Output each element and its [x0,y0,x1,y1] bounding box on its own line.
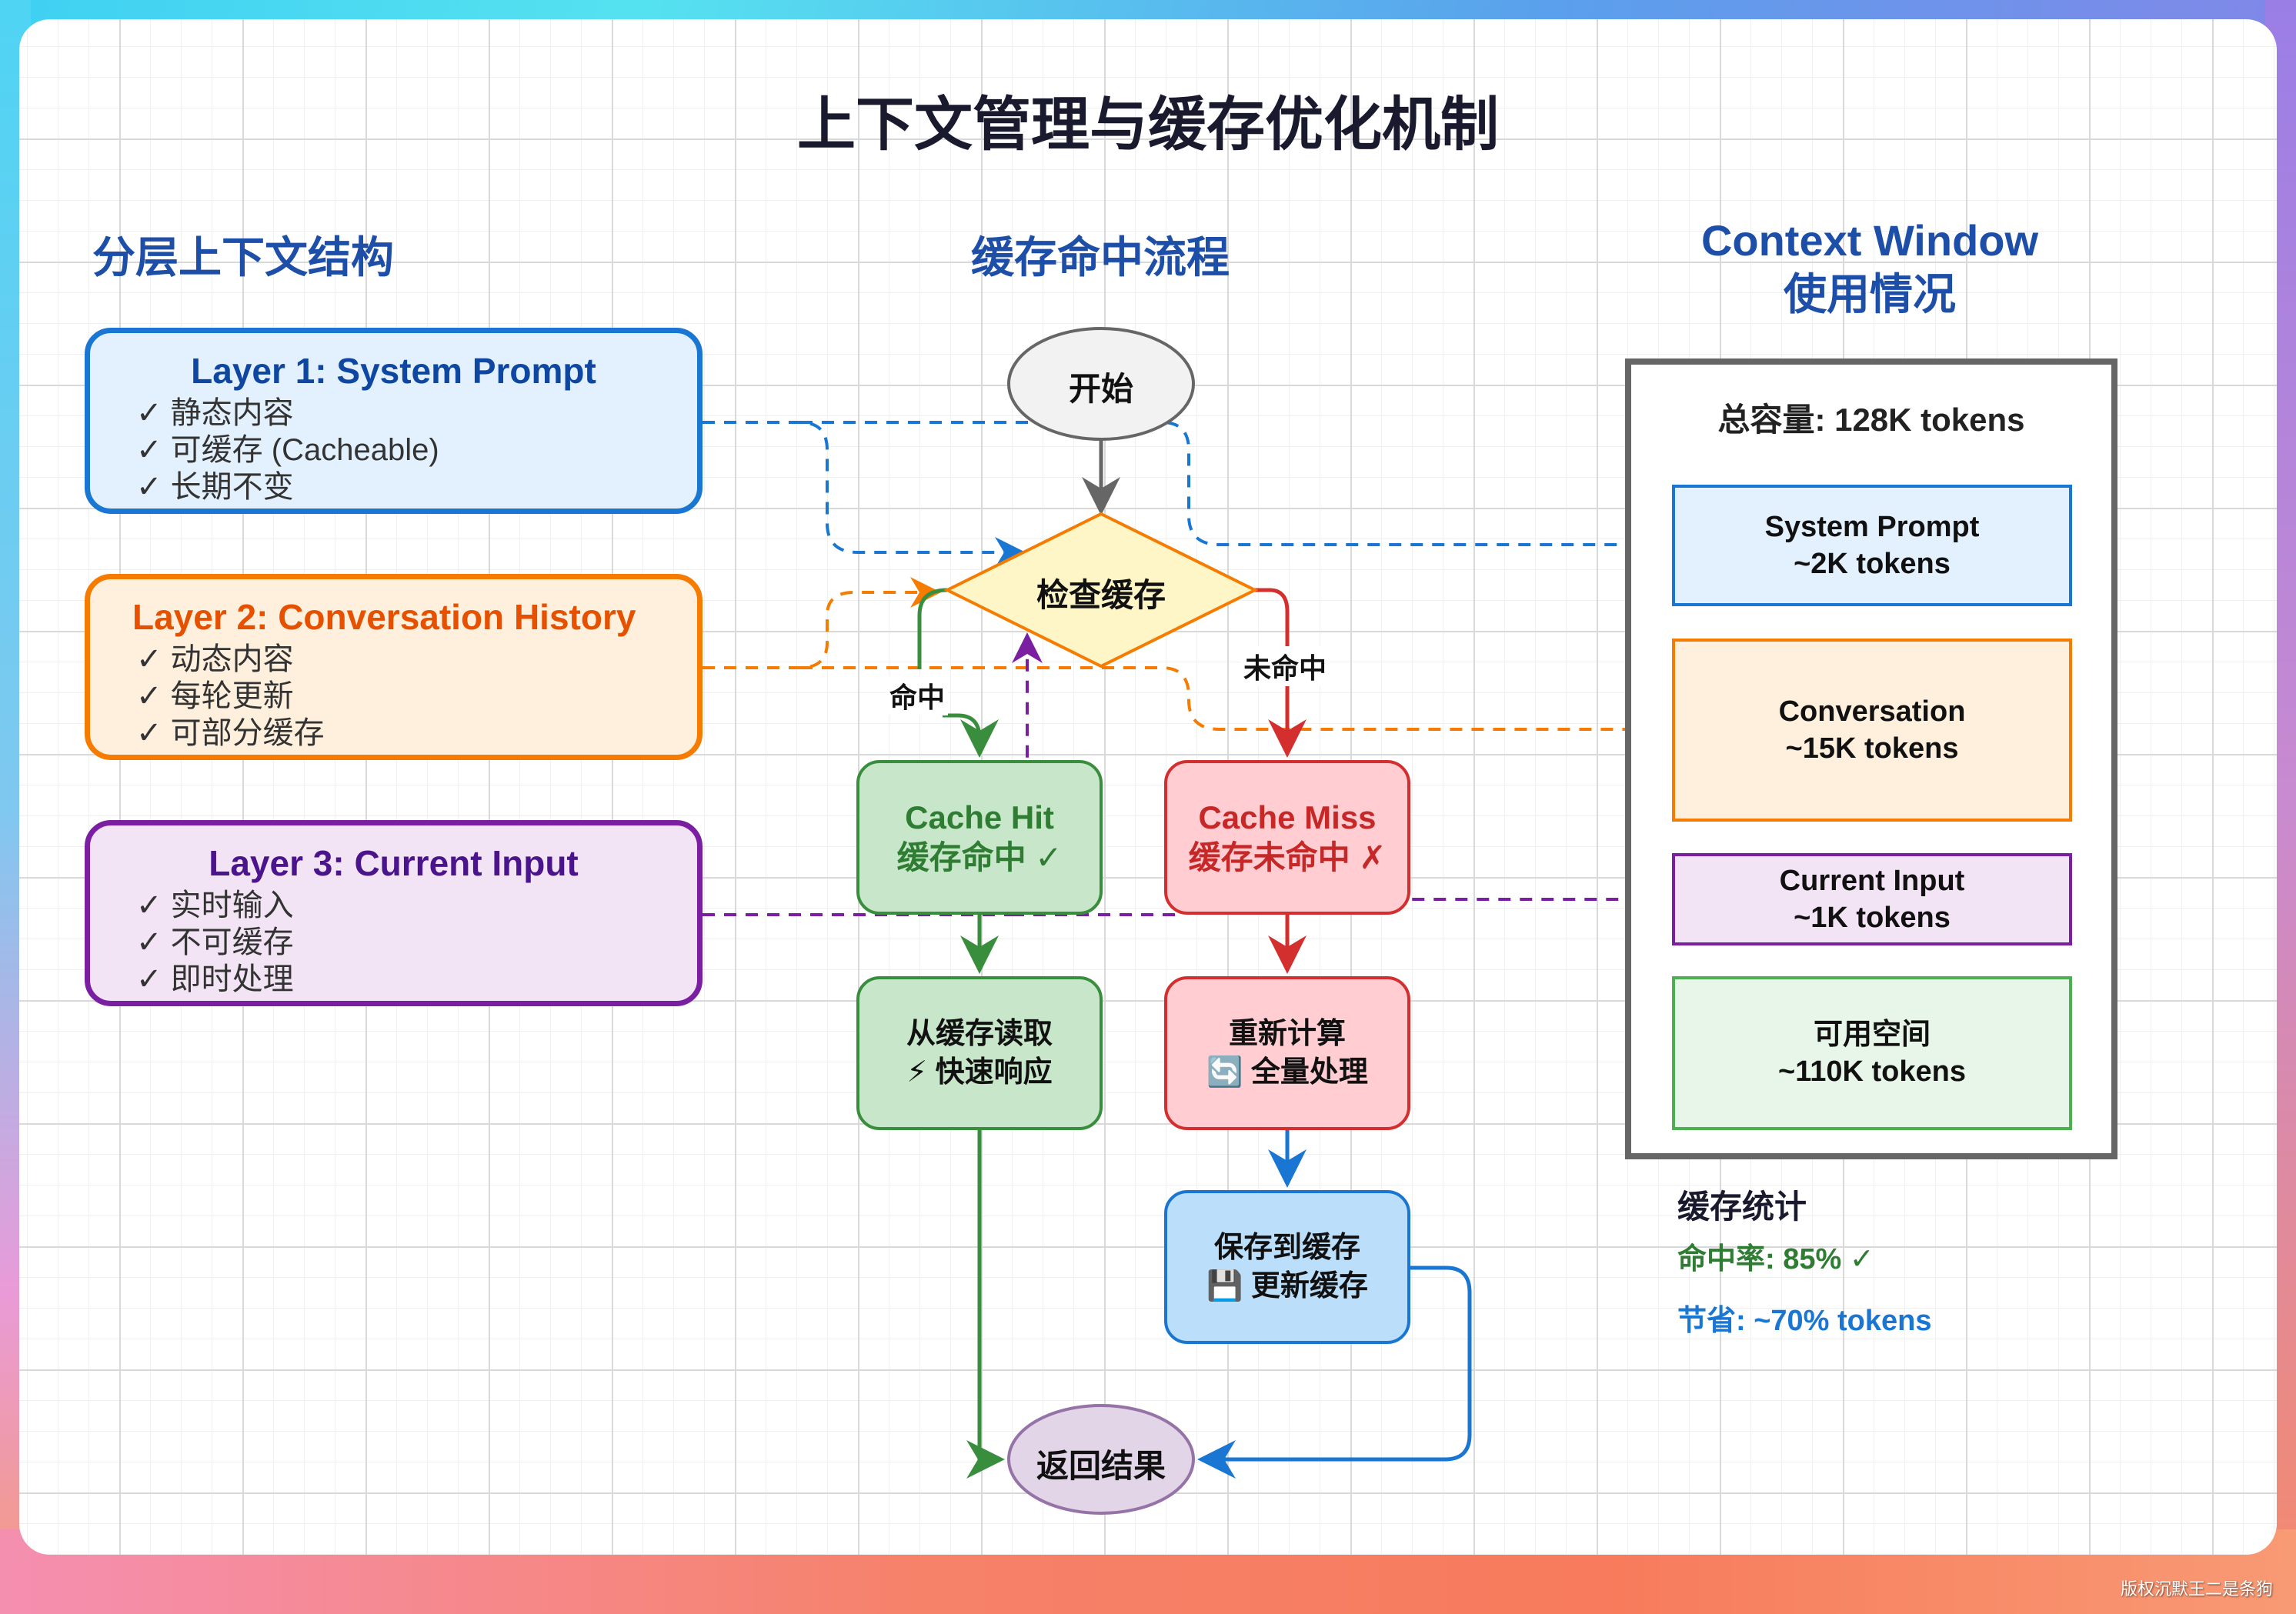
layer-3-title: Layer 3: Current Input [209,843,579,883]
start-node [1007,327,1195,441]
layer-2-item: 每轮更新 [136,678,697,715]
segment-tokens: ~110K tokens [1778,1055,1966,1088]
layer-1-item: 静态内容 [136,395,697,432]
start-label: 开始 [1068,371,1133,407]
hit-edge-label: 命中 [886,675,949,715]
segment-tokens: ~15K tokens [1785,732,1959,765]
layer-2-item: 可部分缓存 [136,715,697,752]
cache-hit-title: Cache Hit [905,799,1054,835]
recompute-title: 重新计算 [1228,1018,1346,1050]
segment-name: System Prompt [1764,511,1980,543]
segment-current-input: Current Input ~1K tokens [1672,853,2072,945]
cache-miss-subtitle: 缓存未命中 ✗ [1188,839,1387,875]
edge-decision-hit [917,588,948,669]
layer-1-item: 可缓存 (Cacheable) [136,432,697,469]
end-label: 返回结果 [1036,1448,1166,1484]
context-window-total: 总容量: 128K tokens [1717,402,2025,438]
layer-1-item: 长期不变 [136,469,697,505]
section-title-context-window-line1: Context Window [1700,216,2039,265]
read-from-cache-subtitle: ⚡ 快速响应 [906,1056,1053,1089]
segment-available-space: 可用空间 ~110K tokens [1672,976,2072,1130]
segment-name: Current Input [1779,865,1965,897]
save-to-cache-title: 保存到缓存 [1213,1232,1360,1264]
segment-name: Conversation [1778,695,1966,728]
save-to-cache-node: 保存到缓存 💾 更新缓存 [1164,1190,1410,1344]
end-node [1007,1404,1195,1515]
segment-conversation: Conversation ~15K tokens [1672,639,2072,822]
cache-stats-title: 缓存统计 [1677,1189,1807,1225]
decision-node [943,512,1259,669]
edge-read-to-end [966,1130,1005,1479]
recompute-subtitle: 🔄 全量处理 [1206,1056,1368,1089]
dashed-link-layer1-window [800,421,1672,546]
diagram-title: 上下文管理与缓存优化机制 [797,92,1499,158]
edge-decision-miss [1255,588,1307,758]
segment-name: 可用空间 [1813,1019,1931,1051]
layer-1-title: Layer 1: System Prompt [191,351,596,391]
read-from-cache-node: 从缓存读取 ⚡ 快速响应 [856,976,1103,1130]
layer-2-conversation-history: Layer 2: Conversation History 动态内容 每轮更新 … [85,574,702,760]
cache-miss-node: Cache Miss 缓存未命中 ✗ [1164,760,1410,915]
miss-edge-label: 未命中 [1240,646,1330,686]
section-title-context-window-line2: 使用情况 [1784,270,1956,318]
watermark: 版权沉默王二是条狗 [2120,1579,2273,1599]
edge-save-to-end [1197,1266,1472,1479]
cache-hit-node: Cache Hit 缓存命中 ✓ [856,760,1103,915]
cache-hit-subtitle: 缓存命中 ✓ [896,839,1063,875]
cache-hit-rate: 命中率: 85% ✓ [1677,1243,1874,1276]
layer-3-item: 不可缓存 [136,924,697,961]
dashed-link-layer1 [702,421,1026,568]
dashed-link-layer2 [702,577,941,669]
layer-3-item: 即时处理 [136,961,697,998]
read-from-cache-title: 从缓存读取 [906,1018,1053,1050]
section-title-flow: 缓存命中流程 [971,233,1230,282]
layer-2-item: 动态内容 [136,641,697,678]
segment-tokens: ~2K tokens [1794,548,1951,580]
dashed-link-layer2-window [800,666,1672,731]
edge-hit-to-cachehit [943,713,999,758]
token-savings: 节省: ~70% tokens [1677,1305,1932,1337]
section-title-context-window: Context Window 使用情况 [1600,214,2139,322]
segment-system-prompt: System Prompt ~2K tokens [1672,485,2072,606]
layer-3-item: 实时输入 [136,887,697,924]
section-title-layers: 分层上下文结构 [92,233,394,282]
recompute-node: 重新计算 🔄 全量处理 [1164,976,1410,1130]
diagram-canvas [19,19,2277,1555]
segment-tokens: ~1K tokens [1794,902,1951,934]
layer-3-current-input: Layer 3: Current Input 实时输入 不可缓存 即时处理 [85,820,702,1006]
layer-1-system-prompt: Layer 1: System Prompt 静态内容 可缓存 (Cacheab… [85,328,702,514]
layer-2-title: Layer 2: Conversation History [132,597,636,637]
decision-label: 检查缓存 [1036,577,1166,613]
cache-miss-title: Cache Miss [1198,799,1377,835]
save-to-cache-subtitle: 💾 更新缓存 [1206,1270,1368,1302]
